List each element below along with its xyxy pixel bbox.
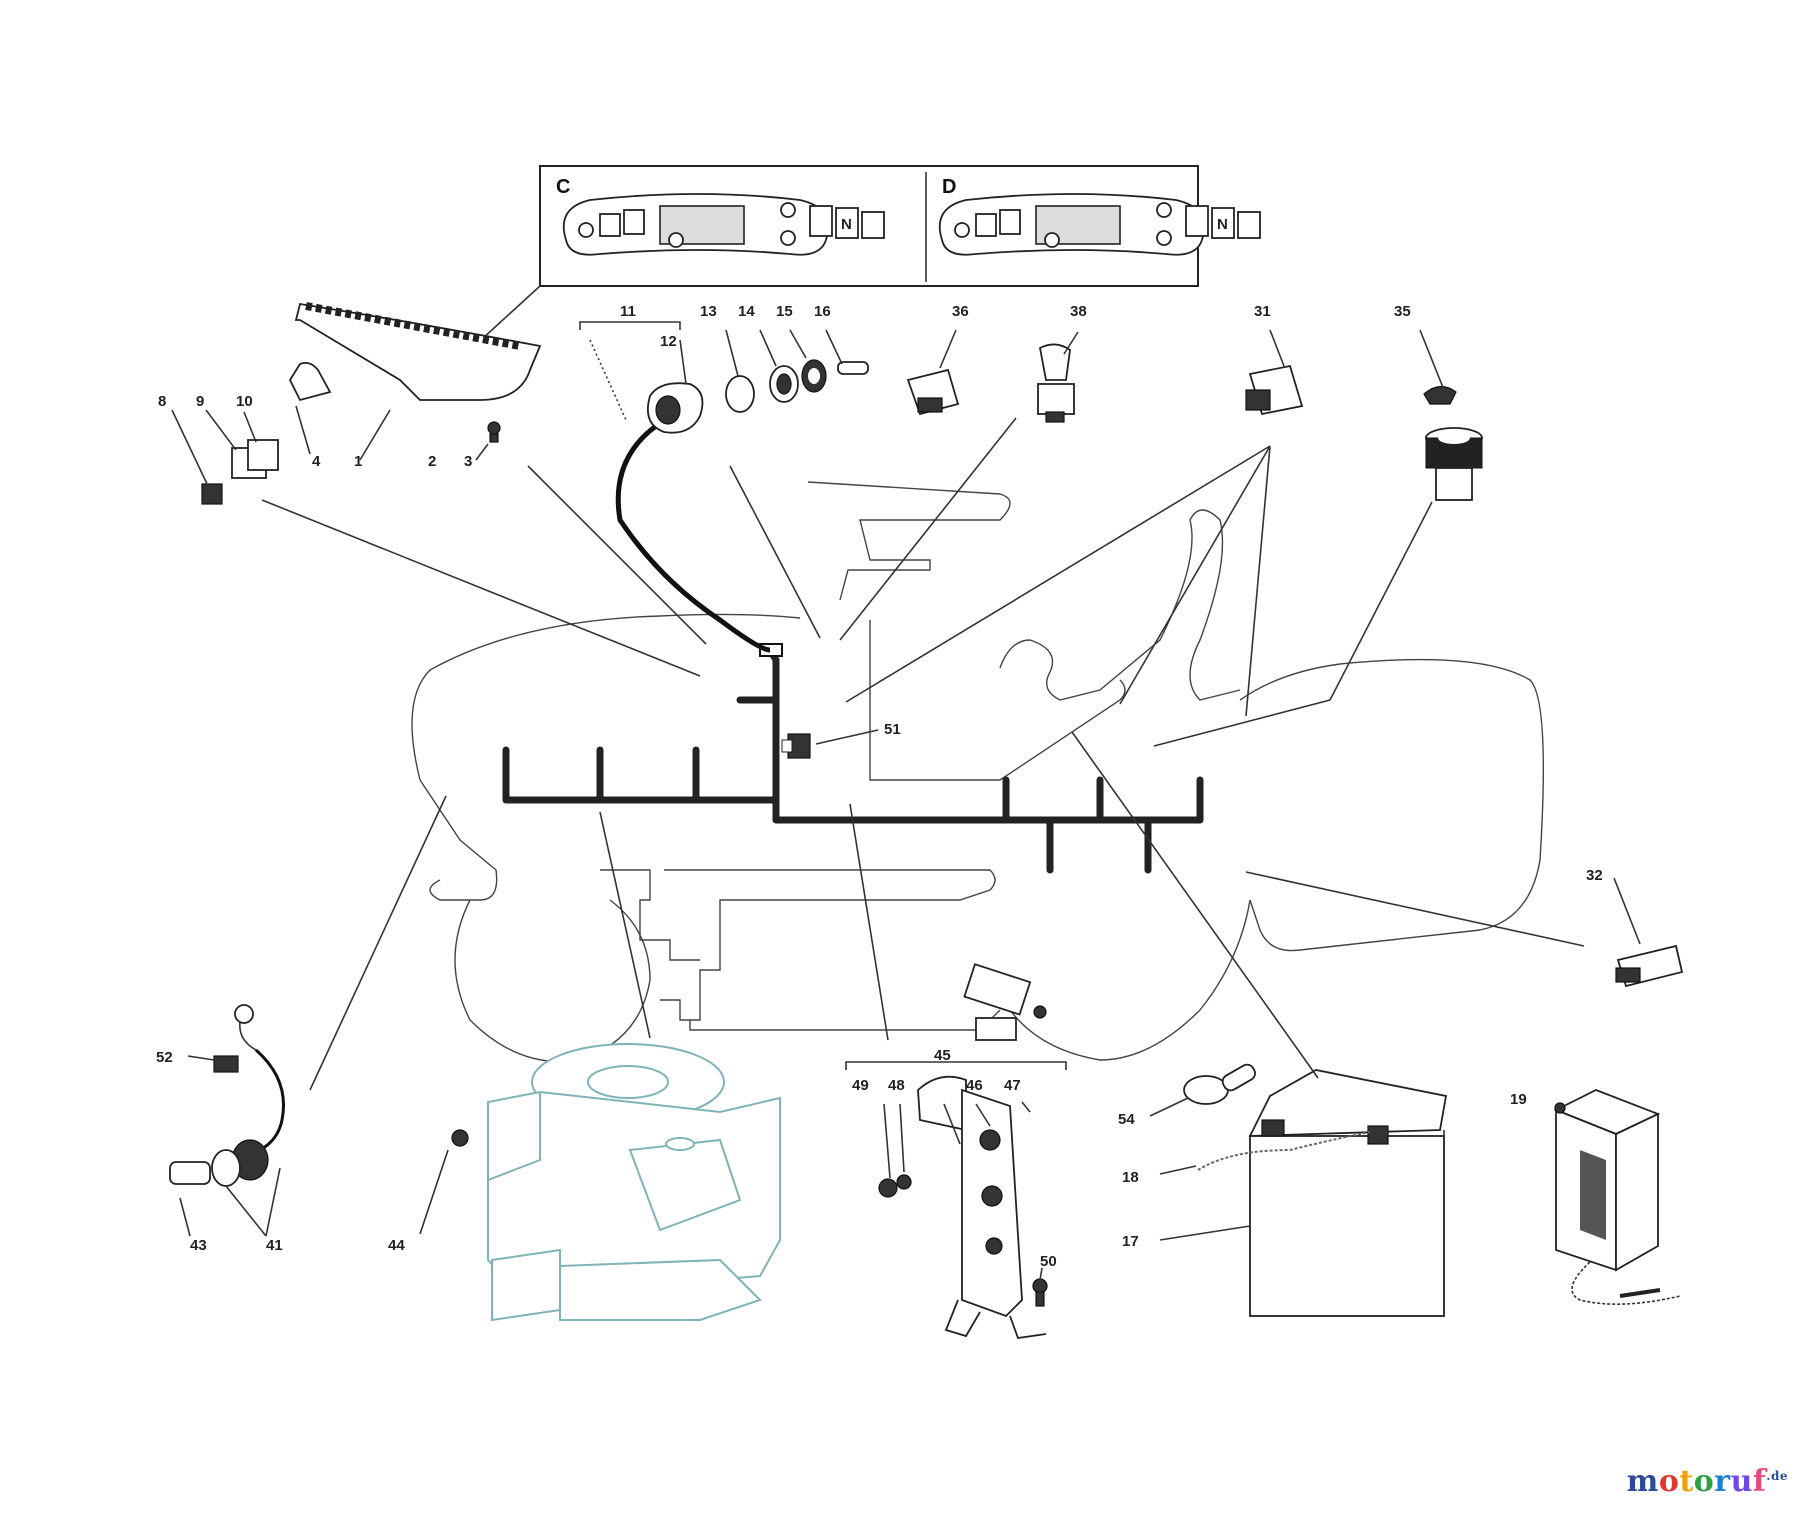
part-36-switch	[729, 329, 960, 639]
part-54-fuse	[1149, 1063, 1256, 1117]
part-51-connector	[781, 729, 879, 759]
label-17: 17	[1122, 1233, 1139, 1250]
part-41-43-52-lights	[169, 795, 447, 1237]
label-1: 1	[354, 453, 362, 470]
label-36: 36	[952, 303, 969, 320]
label-52: 52	[156, 1049, 173, 1066]
part-44-plug	[419, 1129, 469, 1235]
label-31: 31	[1254, 303, 1271, 320]
part-19-charger	[1553, 1089, 1681, 1305]
part-11-12-ignition	[527, 321, 707, 645]
part-38-switch	[839, 331, 1079, 641]
label-12: 12	[660, 333, 677, 350]
label-13: 13	[700, 303, 717, 320]
tractor-outline	[411, 481, 1545, 1063]
part-17-18-battery	[1071, 731, 1448, 1317]
part-31-relay	[845, 329, 1304, 717]
dashboard-variants-box: C D N	[469, 165, 1261, 351]
part-4-bracket	[288, 361, 332, 455]
part-8-9-10-switch	[171, 409, 701, 677]
part-2-3-screw	[475, 421, 501, 461]
part-32-sensor	[1245, 871, 1684, 988]
label-8: 8	[158, 393, 166, 410]
callout-labels: 1 2 3 4 8 9 10 11 12 13 14 15 16 17 18 1…	[156, 303, 1603, 1270]
logo-letter-u: u	[1730, 1464, 1753, 1499]
label-41: 41	[266, 1237, 283, 1254]
motoruf-logo: motoruf.de	[1627, 1464, 1788, 1499]
dashboard-panel-d: N	[938, 193, 1261, 256]
wiring-harness	[502, 423, 1204, 874]
logo-letter-m: m	[1626, 1464, 1659, 1499]
label-35: 35	[1394, 303, 1411, 320]
logo-letter-t: t	[1679, 1464, 1694, 1499]
label-44: 44	[388, 1237, 405, 1254]
logo-letter-r: r	[1714, 1464, 1731, 1499]
panel-d-neutral-label: N	[1217, 216, 1228, 233]
label-45: 45	[934, 1047, 951, 1064]
label-50: 50	[1040, 1253, 1057, 1270]
label-38: 38	[1070, 303, 1087, 320]
label-16: 16	[814, 303, 831, 320]
label-47: 47	[1004, 1077, 1021, 1094]
engine	[487, 811, 781, 1322]
part-13-16-key-parts	[725, 329, 869, 413]
label-43: 43	[190, 1237, 207, 1254]
label-46: 46	[966, 1077, 983, 1094]
label-19: 19	[1510, 1091, 1527, 1108]
logo-letter-o2: o	[1693, 1464, 1715, 1499]
label-4: 4	[312, 453, 321, 470]
label-3: 3	[464, 453, 472, 470]
label-32: 32	[1586, 867, 1603, 884]
part-1-dashboard-console	[294, 302, 542, 461]
label-10: 10	[236, 393, 253, 410]
label-9: 9	[196, 393, 204, 410]
label-15: 15	[776, 303, 793, 320]
label-48: 48	[888, 1077, 905, 1094]
logo-letter-o: o	[1658, 1464, 1680, 1499]
part-35-socket	[1153, 329, 1483, 747]
panel-c-neutral-label: N	[841, 216, 852, 233]
dashboard-panel-c: N	[562, 193, 885, 256]
label-14: 14	[738, 303, 755, 320]
label-51: 51	[884, 721, 901, 738]
part-45-50-bracket	[845, 803, 1067, 1339]
logo-letter-f: f	[1752, 1464, 1767, 1499]
label-18: 18	[1122, 1169, 1139, 1186]
label-54: 54	[1118, 1111, 1135, 1128]
logo-domain: .de	[1766, 1469, 1788, 1483]
label-49: 49	[852, 1077, 869, 1094]
label-11: 11	[620, 303, 636, 320]
label-2: 2	[428, 453, 436, 470]
panel-letter-d: D	[942, 176, 956, 198]
panel-letter-c: C	[556, 176, 570, 198]
